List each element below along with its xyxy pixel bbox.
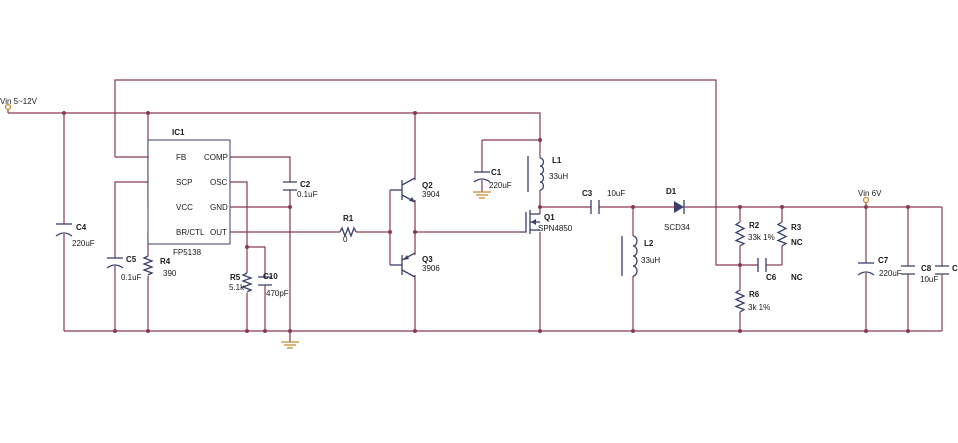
resistor-r2 xyxy=(734,221,746,247)
c6-value: NC xyxy=(791,273,803,282)
pin-brctl-label: BR/CTL xyxy=(176,228,205,237)
c1-value: 220uF xyxy=(489,181,512,190)
diode-d1 xyxy=(674,200,685,214)
l1-ref: L1 xyxy=(552,156,562,165)
wires xyxy=(7,79,943,342)
r6-value: 3k 1% xyxy=(748,303,770,312)
ic1-label: IC1 xyxy=(172,128,185,137)
transistor-q3 xyxy=(390,252,416,278)
r3-value: NC xyxy=(791,238,803,247)
capacitor-c4 xyxy=(55,223,73,237)
c4-ref: C4 xyxy=(76,223,87,232)
r4-ref: R4 xyxy=(160,257,171,266)
c10-ref: C10 xyxy=(263,272,278,281)
vin-output-label: Vin 6V xyxy=(858,189,882,198)
pin-gnd-label: GND xyxy=(210,203,228,212)
c8-ref: C8 xyxy=(921,264,932,273)
c5-ref: C5 xyxy=(126,255,137,264)
l2-value: 33uH xyxy=(641,256,660,265)
transistor-q2 xyxy=(390,177,416,203)
q1-part: SPN4850 xyxy=(538,224,573,233)
vin-output-terminal xyxy=(862,196,870,204)
q3-part: 3906 xyxy=(422,264,440,273)
r2-ref: R2 xyxy=(749,221,760,230)
c7-ref: C7 xyxy=(878,256,889,265)
r1-value: 0 xyxy=(343,235,348,244)
r5-ref: R5 xyxy=(230,273,241,282)
c3-value: 10uF xyxy=(607,189,625,198)
pin-osc-label: OSC xyxy=(210,178,228,187)
c7-value: 220uF xyxy=(879,269,902,278)
q1-ref: Q1 xyxy=(544,213,555,222)
q2-ref: Q2 xyxy=(422,181,433,190)
c8-value: 10uF xyxy=(920,275,938,284)
capacitor-c8 xyxy=(901,265,915,275)
q3-ref: Q3 xyxy=(422,255,433,264)
c2-value: 0.1uF xyxy=(297,190,318,199)
c10-value: 470pF xyxy=(266,289,289,298)
r5-value: 5.1k xyxy=(229,283,245,292)
ground-symbol xyxy=(281,341,299,349)
capacitor-c3 xyxy=(590,200,600,214)
capacitor-c5 xyxy=(106,257,124,269)
ic1-part-label: FP5138 xyxy=(173,248,202,257)
d1-part: SCD34 xyxy=(664,223,690,232)
vin-input-label: Vin 5~12V xyxy=(0,97,38,106)
capacitor-c10 xyxy=(258,276,272,286)
r1-ref: R1 xyxy=(343,214,354,223)
c9-ref: C xyxy=(952,264,958,273)
c5-value: 0.1uF xyxy=(121,273,142,282)
resistor-r1 xyxy=(339,226,357,238)
vin-input-terminal xyxy=(4,103,12,111)
junctions xyxy=(62,111,910,333)
pin-vcc-label: VCC xyxy=(176,203,193,212)
ic1-body xyxy=(147,139,231,245)
c4-value: 220uF xyxy=(72,239,95,248)
pin-comp-label: COMP xyxy=(204,153,228,162)
c1-ref: C1 xyxy=(491,168,502,177)
c3-ref: C3 xyxy=(582,189,593,198)
capacitor-c9 xyxy=(935,265,949,275)
resistor-r4 xyxy=(142,255,154,276)
q2-part: 3904 xyxy=(422,190,440,199)
r6-ref: R6 xyxy=(749,290,760,299)
resistor-r6 xyxy=(734,289,746,313)
pin-scp-label: SCP xyxy=(176,178,192,187)
r3-ref: R3 xyxy=(791,223,802,232)
inductor-l2 xyxy=(621,235,638,277)
c2-ref: C2 xyxy=(300,180,311,189)
resistor-r5 xyxy=(241,272,253,293)
l2-ref: L2 xyxy=(644,239,654,248)
c6-ref: C6 xyxy=(766,273,777,282)
capacitor-c6 xyxy=(757,258,767,272)
resistor-r3 xyxy=(776,221,788,247)
ground-symbol xyxy=(473,191,491,199)
d1-ref: D1 xyxy=(666,187,677,196)
r4-value: 390 xyxy=(163,269,177,278)
pin-out-label: OUT xyxy=(210,228,227,237)
mosfet-q1 xyxy=(520,210,540,234)
pin-fb-label: FB xyxy=(176,153,186,162)
capacitor-c1 xyxy=(473,171,491,183)
capacitor-c2 xyxy=(283,181,297,191)
l1-value: 33uH xyxy=(549,172,568,181)
inductor-l1 xyxy=(527,156,545,192)
r2-value: 33k 1% xyxy=(748,233,775,242)
capacitor-c7 xyxy=(857,262,875,276)
